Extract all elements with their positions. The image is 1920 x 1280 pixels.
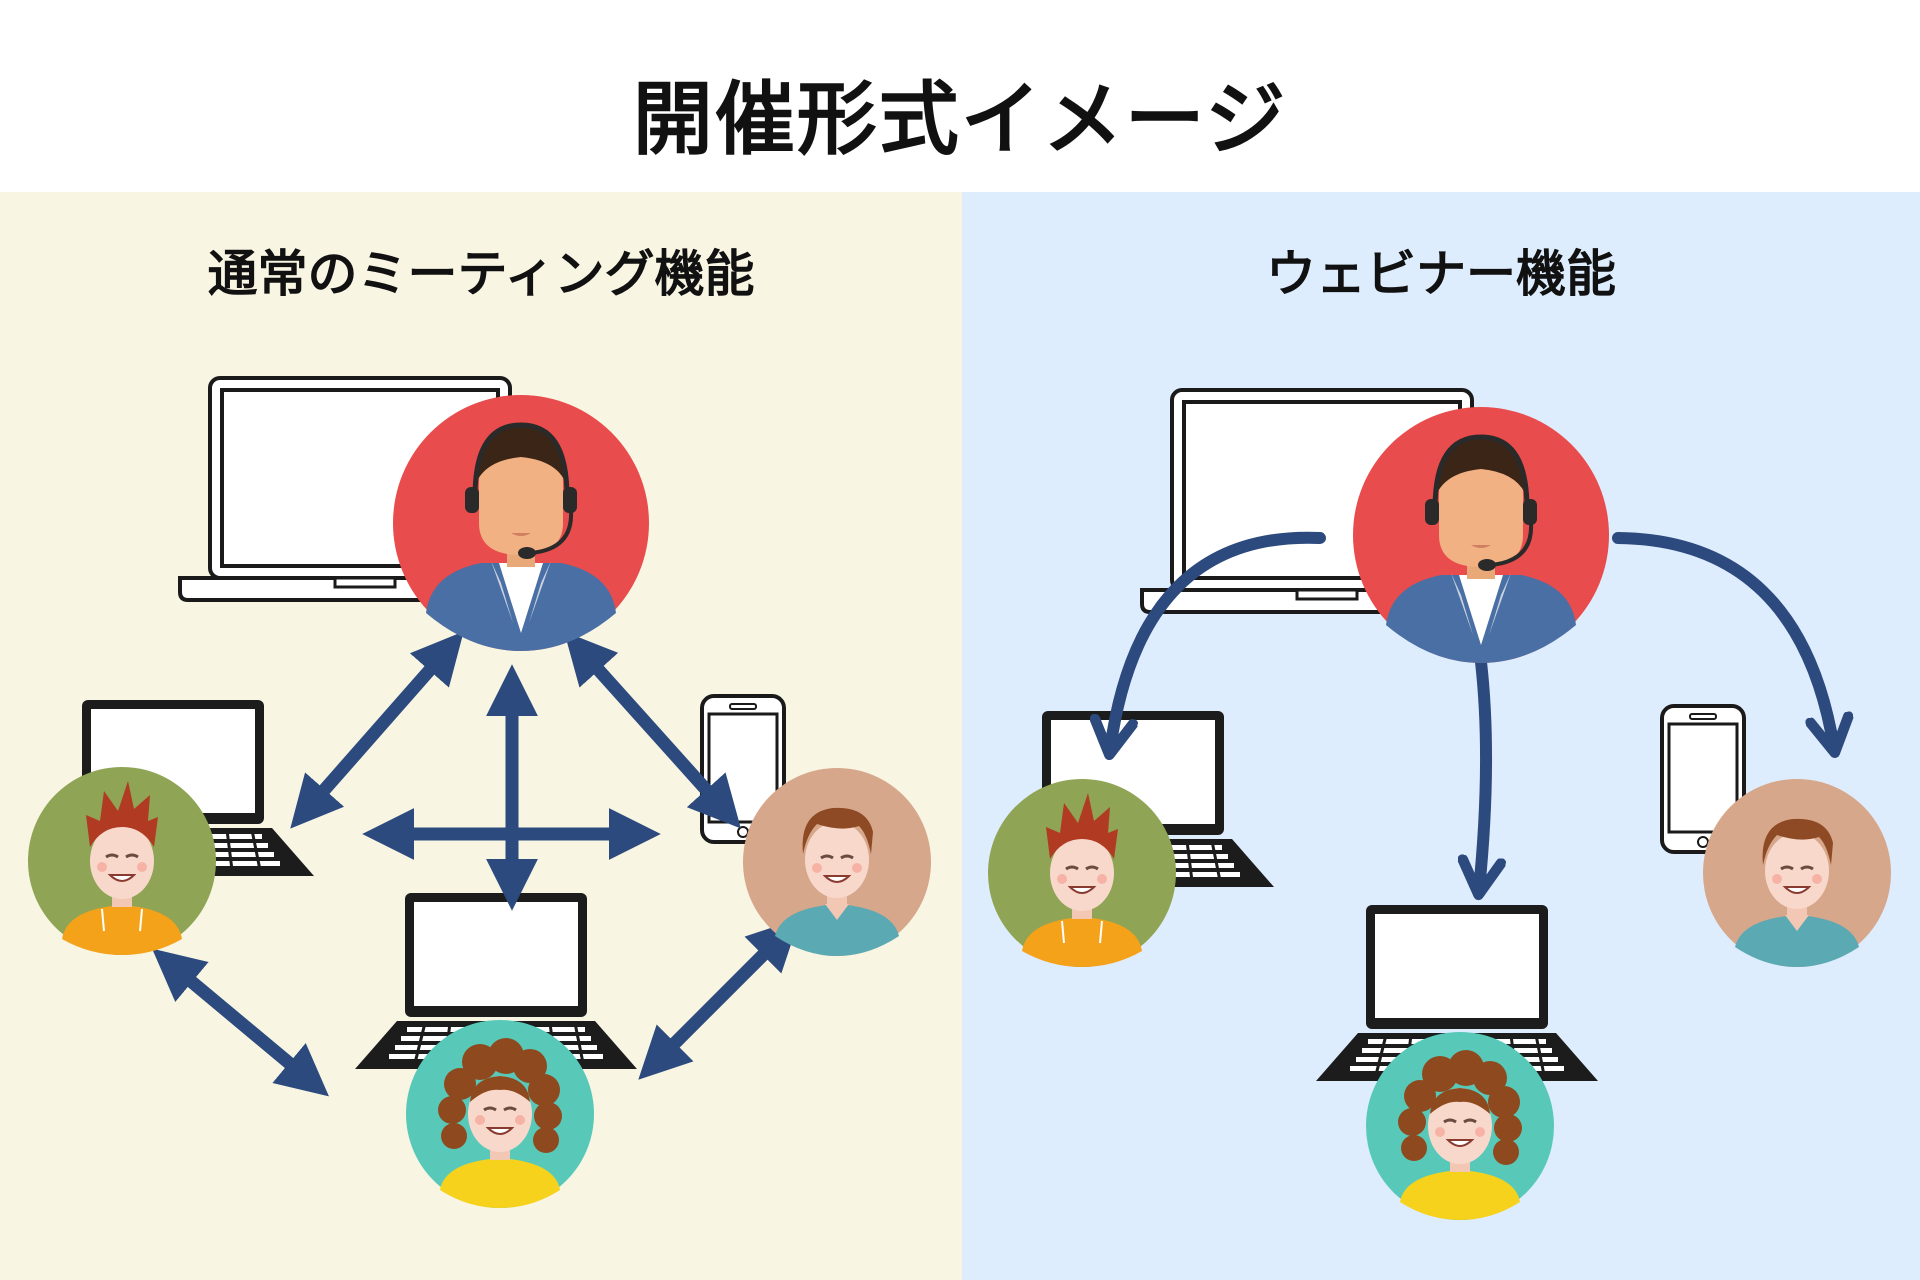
- webinar-arrows: [1110, 531, 1834, 890]
- arrow-host-tan: [564, 631, 741, 829]
- arrow-host-green: [290, 631, 464, 829]
- webinar-panel-title: ウェビナー機能: [1266, 245, 1616, 303]
- arrow-host-teal: [1479, 656, 1486, 890]
- host-avatar-icon: [393, 395, 649, 651]
- participant-avatar-icon: [26, 765, 218, 957]
- host-avatar-icon: [1353, 407, 1609, 663]
- webinar-diagram: [986, 388, 1893, 1222]
- page-title: 開催形式イメージ: [632, 73, 1288, 166]
- arrow-green-teal: [152, 948, 329, 1097]
- participant-avatar-icon: [741, 766, 933, 958]
- participant-avatar-icon: [404, 1018, 596, 1210]
- participant-avatar-icon: [1701, 777, 1893, 969]
- meeting-panel-title: 通常のミーティング機能: [207, 245, 755, 303]
- arrow-tan-teal: [638, 918, 800, 1080]
- participant-avatar-icon: [1364, 1030, 1556, 1222]
- arrow-host-green: [1110, 531, 1326, 750]
- arrow-host-tan: [1612, 532, 1834, 748]
- meeting-arrows: [152, 631, 800, 1097]
- participant-avatar-icon: [986, 777, 1178, 969]
- meeting-diagram: [26, 376, 933, 1210]
